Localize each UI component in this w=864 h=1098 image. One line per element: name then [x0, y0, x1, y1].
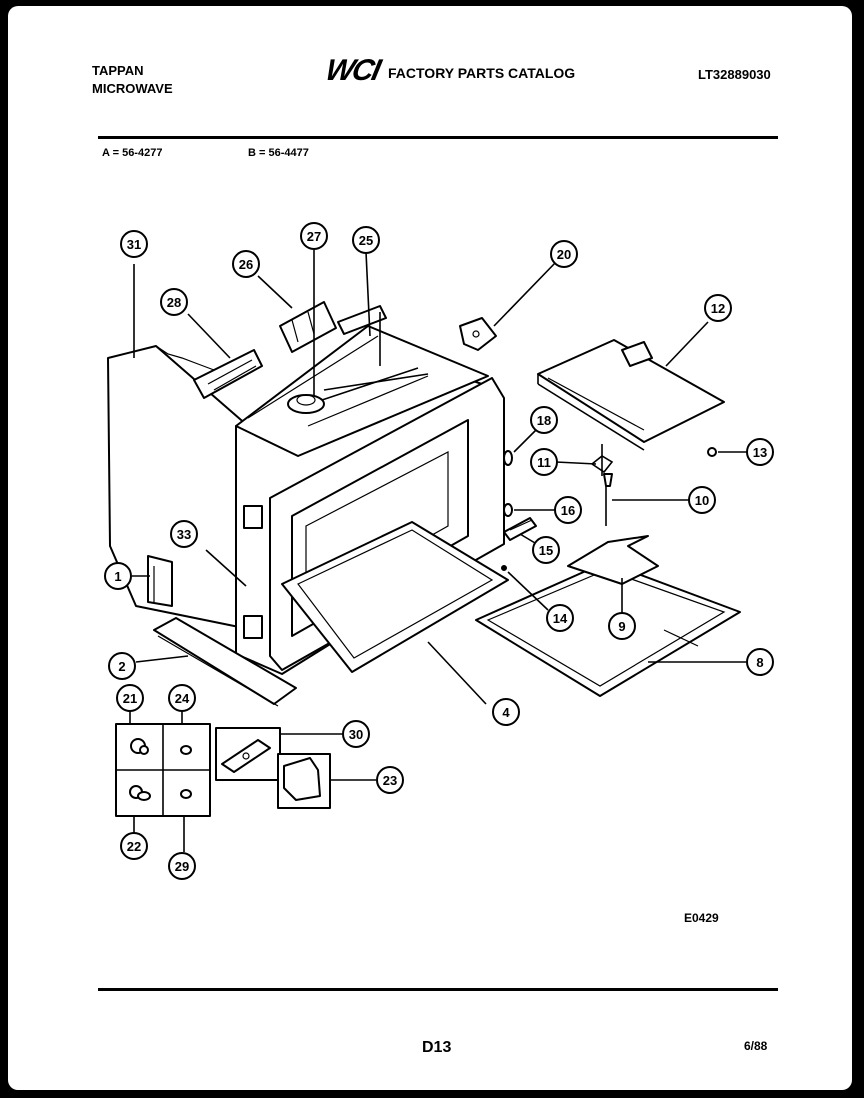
svg-text:2: 2	[118, 659, 125, 674]
callout-27: 21	[116, 684, 144, 712]
callout-label: 31	[127, 237, 141, 252]
callout-28: 22	[120, 832, 148, 860]
svg-text:25: 25	[359, 233, 373, 248]
callout-18: 18	[530, 406, 558, 434]
product-type: MICROWAVE	[92, 81, 173, 96]
svg-text:13: 13	[753, 445, 767, 460]
parts-box-33	[277, 753, 331, 809]
svg-text:26: 26	[239, 257, 253, 272]
bottom-tray	[281, 521, 509, 673]
svg-text:12: 12	[711, 301, 725, 316]
page-label: D13	[422, 1039, 452, 1056]
svg-text:11: 11	[537, 455, 551, 470]
svg-text:21: 21	[123, 691, 137, 706]
parts-catalog-page: TAPPAN MICROWAVE WCI FACTORY PARTS CATAL…	[8, 6, 852, 1090]
front-rail	[153, 617, 297, 707]
callout-26: 33	[170, 520, 198, 548]
brand-name: TAPPAN	[92, 63, 144, 78]
small-parts	[501, 444, 717, 571]
callout-11: 11	[530, 448, 558, 476]
model-number: LT32889030	[698, 67, 771, 82]
top-cover	[537, 339, 725, 451]
svg-text:27: 27	[307, 229, 321, 244]
svg-text:14: 14	[553, 611, 568, 626]
variant-b: B = 56-4477	[248, 147, 309, 159]
turntable-shelf	[475, 535, 741, 697]
parts-box-grid	[115, 723, 211, 817]
callout-21: 25	[352, 226, 380, 254]
callout-22: 26	[232, 250, 260, 278]
callout-9: 9	[608, 612, 636, 640]
svg-text:33: 33	[177, 527, 191, 542]
svg-text:20: 20	[557, 247, 571, 262]
callout-23: 27	[300, 222, 328, 250]
svg-text:1: 1	[114, 569, 121, 584]
svg-text:18: 18	[537, 413, 551, 428]
callout-14: 14	[546, 604, 574, 632]
svg-text:28: 28	[167, 295, 181, 310]
footer-rule	[98, 988, 778, 991]
callout-2: 2	[108, 652, 136, 680]
svg-text:10: 10	[695, 493, 709, 508]
svg-text:29: 29	[175, 859, 189, 874]
callout-10: 10	[688, 486, 716, 514]
svg-text:23: 23	[383, 773, 397, 788]
callout-30: 29	[168, 852, 196, 880]
callout-16: 16	[554, 496, 582, 524]
svg-text:22: 22	[127, 839, 141, 854]
svg-text:30: 30	[349, 727, 363, 742]
figure-code: E0429	[684, 911, 719, 925]
exploded-parts-diagram: 31 28 26 27 25 20 12 13 18 11 10 16 15 1…	[104, 222, 774, 880]
base-foot	[147, 555, 173, 607]
callout-1: 1	[104, 562, 132, 590]
callout-8: 8	[746, 648, 774, 676]
callout-31: 30	[342, 720, 370, 748]
svg-text:4: 4	[502, 705, 510, 720]
svg-text:8: 8	[756, 655, 763, 670]
callout-4: 4	[492, 698, 520, 726]
leader-lines	[129, 250, 750, 852]
svg-text:15: 15	[539, 543, 553, 558]
callout-25: 31	[120, 230, 148, 258]
callout-12: 12	[704, 294, 732, 322]
callout-24: 28	[160, 288, 188, 316]
svg-text:16: 16	[561, 503, 575, 518]
parts-box-31	[215, 727, 281, 781]
callout-33: 23	[376, 766, 404, 794]
catalog-title: FACTORY PARTS CATALOG	[388, 65, 576, 81]
header-rule	[98, 136, 778, 139]
mounting-bracket	[459, 317, 497, 351]
svg-text:9: 9	[618, 619, 625, 634]
cabinet-wrapper	[107, 345, 249, 629]
callout-20: 20	[550, 240, 578, 268]
svg-text:24: 24	[175, 691, 190, 706]
callout-13: 13	[746, 438, 774, 466]
callout-15: 15	[532, 536, 560, 564]
variant-a: A = 56-4277	[102, 147, 163, 159]
callout-29: 24	[168, 684, 196, 712]
catalog-date: 6/88	[744, 1039, 768, 1053]
